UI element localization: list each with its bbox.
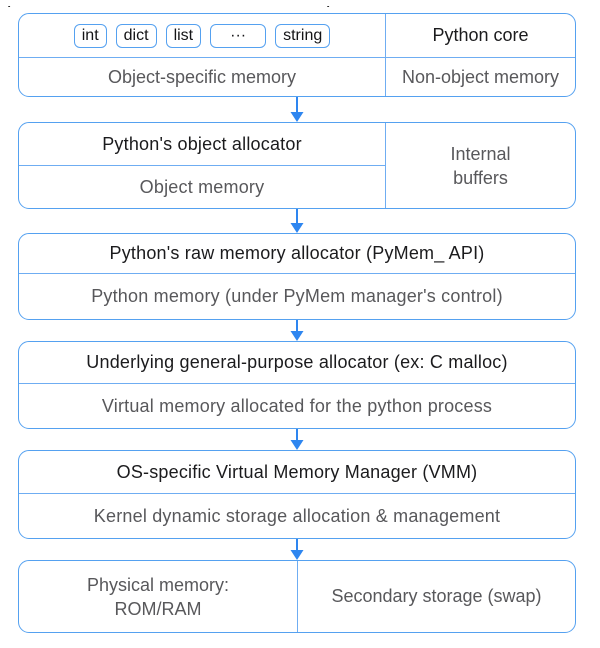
object-specific-memory-label: Object-specific memory: [19, 57, 385, 96]
object-allocator-title: Python's object allocator: [19, 123, 385, 166]
type-chip-int: int: [73, 23, 107, 48]
layer-object-allocator: Python's object allocator Object memory …: [18, 122, 576, 209]
physical-memory-line2: ROM/RAM: [114, 598, 202, 619]
down-arrow-icon: [290, 429, 304, 450]
type-chip-string: string: [275, 23, 331, 48]
down-arrow-icon: [290, 320, 304, 341]
layer-general-purpose-allocator: Underlying general-purpose allocator (ex…: [18, 341, 576, 429]
cropped-text-fragment: [7, 0, 19, 7]
type-chip-dict: dict: [115, 23, 157, 48]
vmm-title: OS-specific Virtual Memory Manager (VMM): [19, 451, 575, 494]
physical-memory-line1: Physical memory:: [86, 574, 230, 595]
vmm-caption: Kernel dynamic storage allocation & mana…: [93, 505, 501, 526]
raw-allocator-caption: Python memory (under PyMem manager's con…: [91, 286, 503, 306]
type-chip-ellipsis: ···: [210, 23, 267, 48]
down-arrow-icon: [290, 97, 304, 122]
general-allocator-title: Underlying general-purpose allocator (ex…: [19, 342, 575, 384]
non-object-memory-label: Non-object memory: [385, 57, 575, 96]
layer-os-vmm: OS-specific Virtual Memory Manager (VMM)…: [18, 450, 576, 539]
general-allocator-caption: Virtual memory allocated for the python …: [101, 395, 493, 416]
object-allocator-cells: Python's object allocator Object memory: [19, 123, 385, 208]
internal-buffers-line2: buffers: [453, 167, 508, 188]
down-arrow-icon: [290, 539, 304, 560]
raw-allocator-title: Python's raw memory allocator (PyMem_ AP…: [19, 234, 575, 274]
python-core-label: Python core: [385, 14, 575, 57]
layer-physical-storage: Physical memory: ROM/RAM Secondary stora…: [18, 560, 576, 633]
internal-buffers-line1: Internal: [450, 143, 511, 164]
type-chip-list: list: [165, 23, 202, 48]
cropped-text-fragment: [325, 0, 337, 7]
down-arrow-icon: [290, 209, 304, 233]
physical-memory-cell: Physical memory: ROM/RAM: [19, 561, 298, 632]
object-memory-label: Object memory: [139, 176, 265, 197]
layer-raw-memory-allocator: Python's raw memory allocator (PyMem_ AP…: [18, 233, 576, 320]
layer-object-specific-memory: int dict list ··· string Python core Obj…: [18, 13, 576, 97]
type-chips-row: int dict list ··· string: [19, 14, 385, 57]
internal-buffers-cell: Internal buffers: [385, 123, 575, 208]
secondary-storage-label: Secondary storage (swap): [331, 586, 542, 606]
